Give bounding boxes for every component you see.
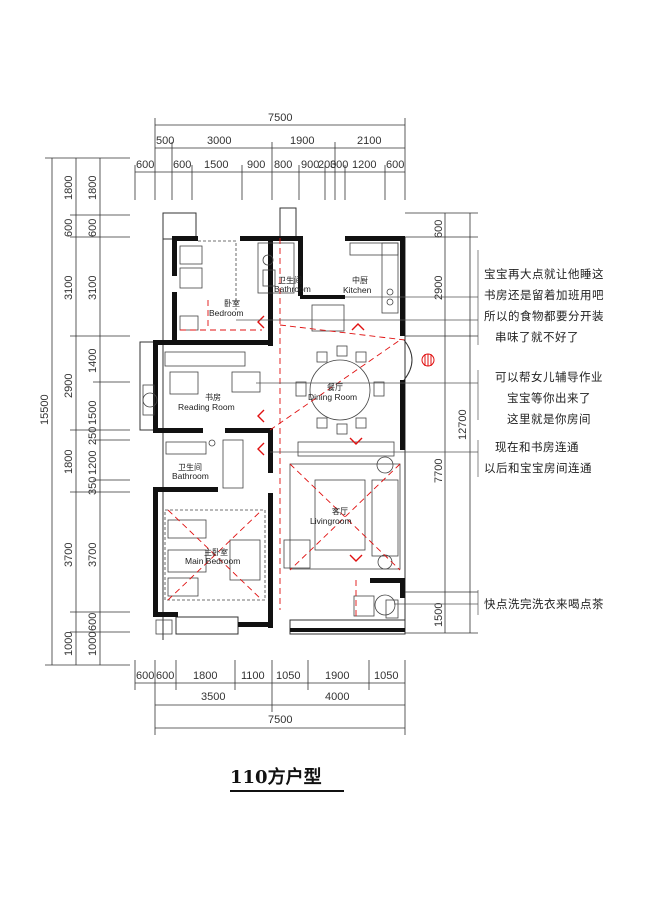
- dim-left-inner-8: 600: [87, 613, 99, 631]
- dim-top-r1-2: 1900: [290, 135, 314, 147]
- dim-left-outer-1: 600: [63, 219, 75, 237]
- room-main-bedroom-en: Main Bedroom: [185, 556, 240, 566]
- dim-left-inner-5: 1200: [87, 451, 99, 475]
- dim-right-3: 1500: [433, 603, 445, 627]
- dim-bottom-r2-0: 3500: [201, 691, 225, 703]
- dim-left-inner-7: 3700: [87, 543, 99, 567]
- entrance-icon: [403, 339, 435, 381]
- dim-top-total: 7500: [268, 112, 292, 124]
- dim-right-2: 7700: [433, 459, 445, 483]
- room-kitchen-en: Kitchen: [343, 285, 372, 295]
- note-6: 宝宝等你出来了: [507, 391, 591, 405]
- dim-top-r2-7: 300: [330, 159, 348, 171]
- dim-top-r1-1: 3000: [207, 135, 231, 147]
- dim-top-r2-5: 900: [301, 159, 319, 171]
- dim-top-r2-8: 1200: [352, 159, 376, 171]
- dim-bottom-total: 7500: [268, 714, 292, 726]
- dim-top-r2-9: 600: [386, 159, 404, 171]
- note-2: 书房还是留着加班用吧: [484, 288, 604, 302]
- dim-left-outer-6: 1000: [63, 632, 75, 656]
- dim-top-r2-0: 600: [136, 159, 154, 171]
- dim-bottom-r1-2: 1800: [193, 670, 217, 682]
- dim-bottom-r1-1: 600: [156, 670, 174, 682]
- note-9: 以后和宝宝房间连通: [484, 461, 592, 475]
- dim-right-1: 2900: [433, 276, 445, 300]
- note-10: 快点洗完洗衣来喝点茶: [484, 597, 604, 611]
- dim-top-r2-3: 900: [247, 159, 265, 171]
- dim-top-r1-3: 2100: [357, 135, 381, 147]
- note-8: 现在和书房连通: [495, 440, 579, 454]
- room-bedroom-zh: 卧室: [224, 298, 240, 308]
- direction-markers: [257, 315, 365, 562]
- room-living-zh: 客厅: [332, 506, 348, 516]
- bottom-dimensions: [134, 660, 406, 735]
- dim-top-r2-1: 600: [173, 159, 191, 171]
- left-dimension-labels: 1800 600 3100 2900 1800 3700 1000 1800 6…: [39, 176, 99, 656]
- dim-top-r2-6: 200: [318, 159, 336, 171]
- note-5: 可以帮女儿辅导作业: [495, 370, 603, 384]
- room-kitchen-zh: 中厨: [352, 275, 368, 285]
- dim-top-r1-0: 500: [156, 135, 174, 147]
- room-bedroom-en: Bedroom: [209, 308, 244, 318]
- room-main-bedroom-zh: 主卧室: [204, 547, 228, 557]
- note-3: 所以的食物都要分开装: [484, 309, 604, 323]
- dim-left-inner-3: 1400: [87, 349, 99, 373]
- note-1: 宝宝再大点就让他睡这: [484, 267, 604, 281]
- dim-left-inner-6: 350: [87, 477, 99, 495]
- note-7: 这里就是你房间: [507, 412, 591, 426]
- dim-left-outer-3: 2900: [63, 374, 75, 398]
- furniture: [142, 240, 401, 635]
- dim-left-inner-2: 3100: [87, 276, 99, 300]
- dim-left-outer-4: 1800: [63, 450, 75, 474]
- sightlines: [167, 238, 406, 620]
- dim-top-r2-4: 800: [274, 159, 292, 171]
- walls: [153, 236, 405, 632]
- dim-bottom-r2-1: 4000: [325, 691, 349, 703]
- room-dining-zh: 餐厅: [327, 383, 343, 392]
- room-bathroom-top-zh: 卫生间: [278, 275, 302, 285]
- dim-bottom-r1-6: 1050: [374, 670, 398, 682]
- room-bathroom-top-en: Bathroom: [274, 284, 311, 294]
- dim-bottom-r1-4: 1050: [276, 670, 300, 682]
- left-dimensions: [45, 157, 130, 666]
- dim-left-mid: 250: [87, 427, 99, 445]
- dim-bottom-r1-0: 600: [136, 670, 154, 682]
- dim-left-outer-0: 1800: [63, 176, 75, 200]
- note-leaders: [236, 250, 479, 615]
- dim-left-inner-0: 1800: [87, 176, 99, 200]
- room-living-en: Livingroom: [310, 516, 352, 526]
- dim-right-total: 12700: [457, 409, 469, 440]
- top-dimensions: [134, 118, 406, 200]
- dim-top-r2-2: 1500: [204, 159, 228, 171]
- dim-left-outer-5: 3700: [63, 543, 75, 567]
- dim-bottom-r1-3: 1100: [241, 670, 265, 682]
- dim-left-total: 15500: [39, 394, 51, 425]
- note-4: 串味了就不好了: [495, 330, 579, 344]
- room-bathroom-bottom-zh: 卫生间: [178, 462, 202, 472]
- room-dining-en: Dining Room: [308, 392, 357, 402]
- room-reading-zh: 书房: [205, 392, 221, 402]
- room-bathroom-bottom-en: Bathroom: [172, 471, 209, 481]
- dim-left-inner-4: 1500: [87, 401, 99, 425]
- plan-title: 110方户型: [230, 767, 322, 788]
- dim-right-0: 600: [433, 220, 445, 238]
- dim-left-inner-9: 1000: [87, 632, 99, 656]
- right-dimensions: [405, 212, 478, 634]
- room-labels: 卧室 Bedroom 卫生间 Bathroom 中厨 Kitchen 书房 Re…: [172, 275, 372, 566]
- title-underline: [230, 790, 344, 792]
- dim-left-outer-2: 3100: [63, 276, 75, 300]
- room-reading-en: Reading Room: [178, 402, 235, 412]
- dim-left-inner-1: 600: [87, 219, 99, 237]
- dim-bottom-r1-5: 1900: [325, 670, 349, 682]
